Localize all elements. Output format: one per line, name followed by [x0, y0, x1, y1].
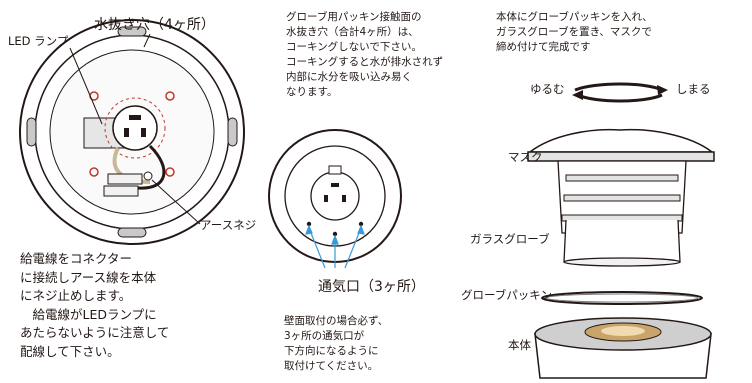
drain-hole-top: [117, 26, 147, 37]
drain-hole-left: [26, 117, 37, 147]
base-top-view: [19, 19, 245, 245]
base-bottom-view: [268, 129, 402, 263]
loosen-label: ゆるむ: [530, 82, 565, 96]
glass-globe-label: ガラスグローブ: [470, 232, 550, 246]
mount-note: 壁面取付の場合必ず、 3ヶ所の通気口が 下方向になるように 取付けてください。: [284, 315, 389, 372]
mask-label: マスク: [508, 150, 543, 164]
tighten-label: しまる: [676, 82, 711, 96]
glass-globe-part: [563, 219, 681, 267]
body-label: 本体: [508, 338, 531, 352]
vent-hole: [332, 231, 338, 237]
globe-packing-label: グローブパッキン: [461, 288, 552, 302]
earth-screw-label: アースネジ: [200, 218, 257, 232]
mask-part: [527, 128, 715, 234]
led-connector: [112, 105, 158, 151]
vent-hole: [358, 221, 364, 227]
vent-hole: [306, 221, 312, 227]
drain-hole-bottom: [117, 227, 147, 238]
body-part: [534, 317, 712, 379]
rotation-arrows: [572, 82, 668, 103]
led-lamp-label: LED ランプ: [8, 34, 69, 48]
drain-hole-label: 水抜き穴（4ヶ所）: [94, 17, 215, 33]
vent-label: 通気口（3ヶ所）: [318, 279, 425, 295]
drain-hole-right: [227, 117, 238, 147]
packing-ring: [541, 291, 703, 305]
packing-note: グローブ用パッキン接触面の 水抜き穴（合計4ヶ所）は、 コーキングしないで下さい…: [286, 11, 444, 98]
wiring-note: 給電線をコネクター に接続しアース線を本体 にネジ止めします。 給電線がLEDラ…: [20, 251, 170, 359]
assembly-note: 本体にグローブパッキンを入れ、 ガラスグローブを置き、マスクで 締め付けて完成で…: [496, 11, 653, 53]
earth-screw: [143, 171, 153, 181]
